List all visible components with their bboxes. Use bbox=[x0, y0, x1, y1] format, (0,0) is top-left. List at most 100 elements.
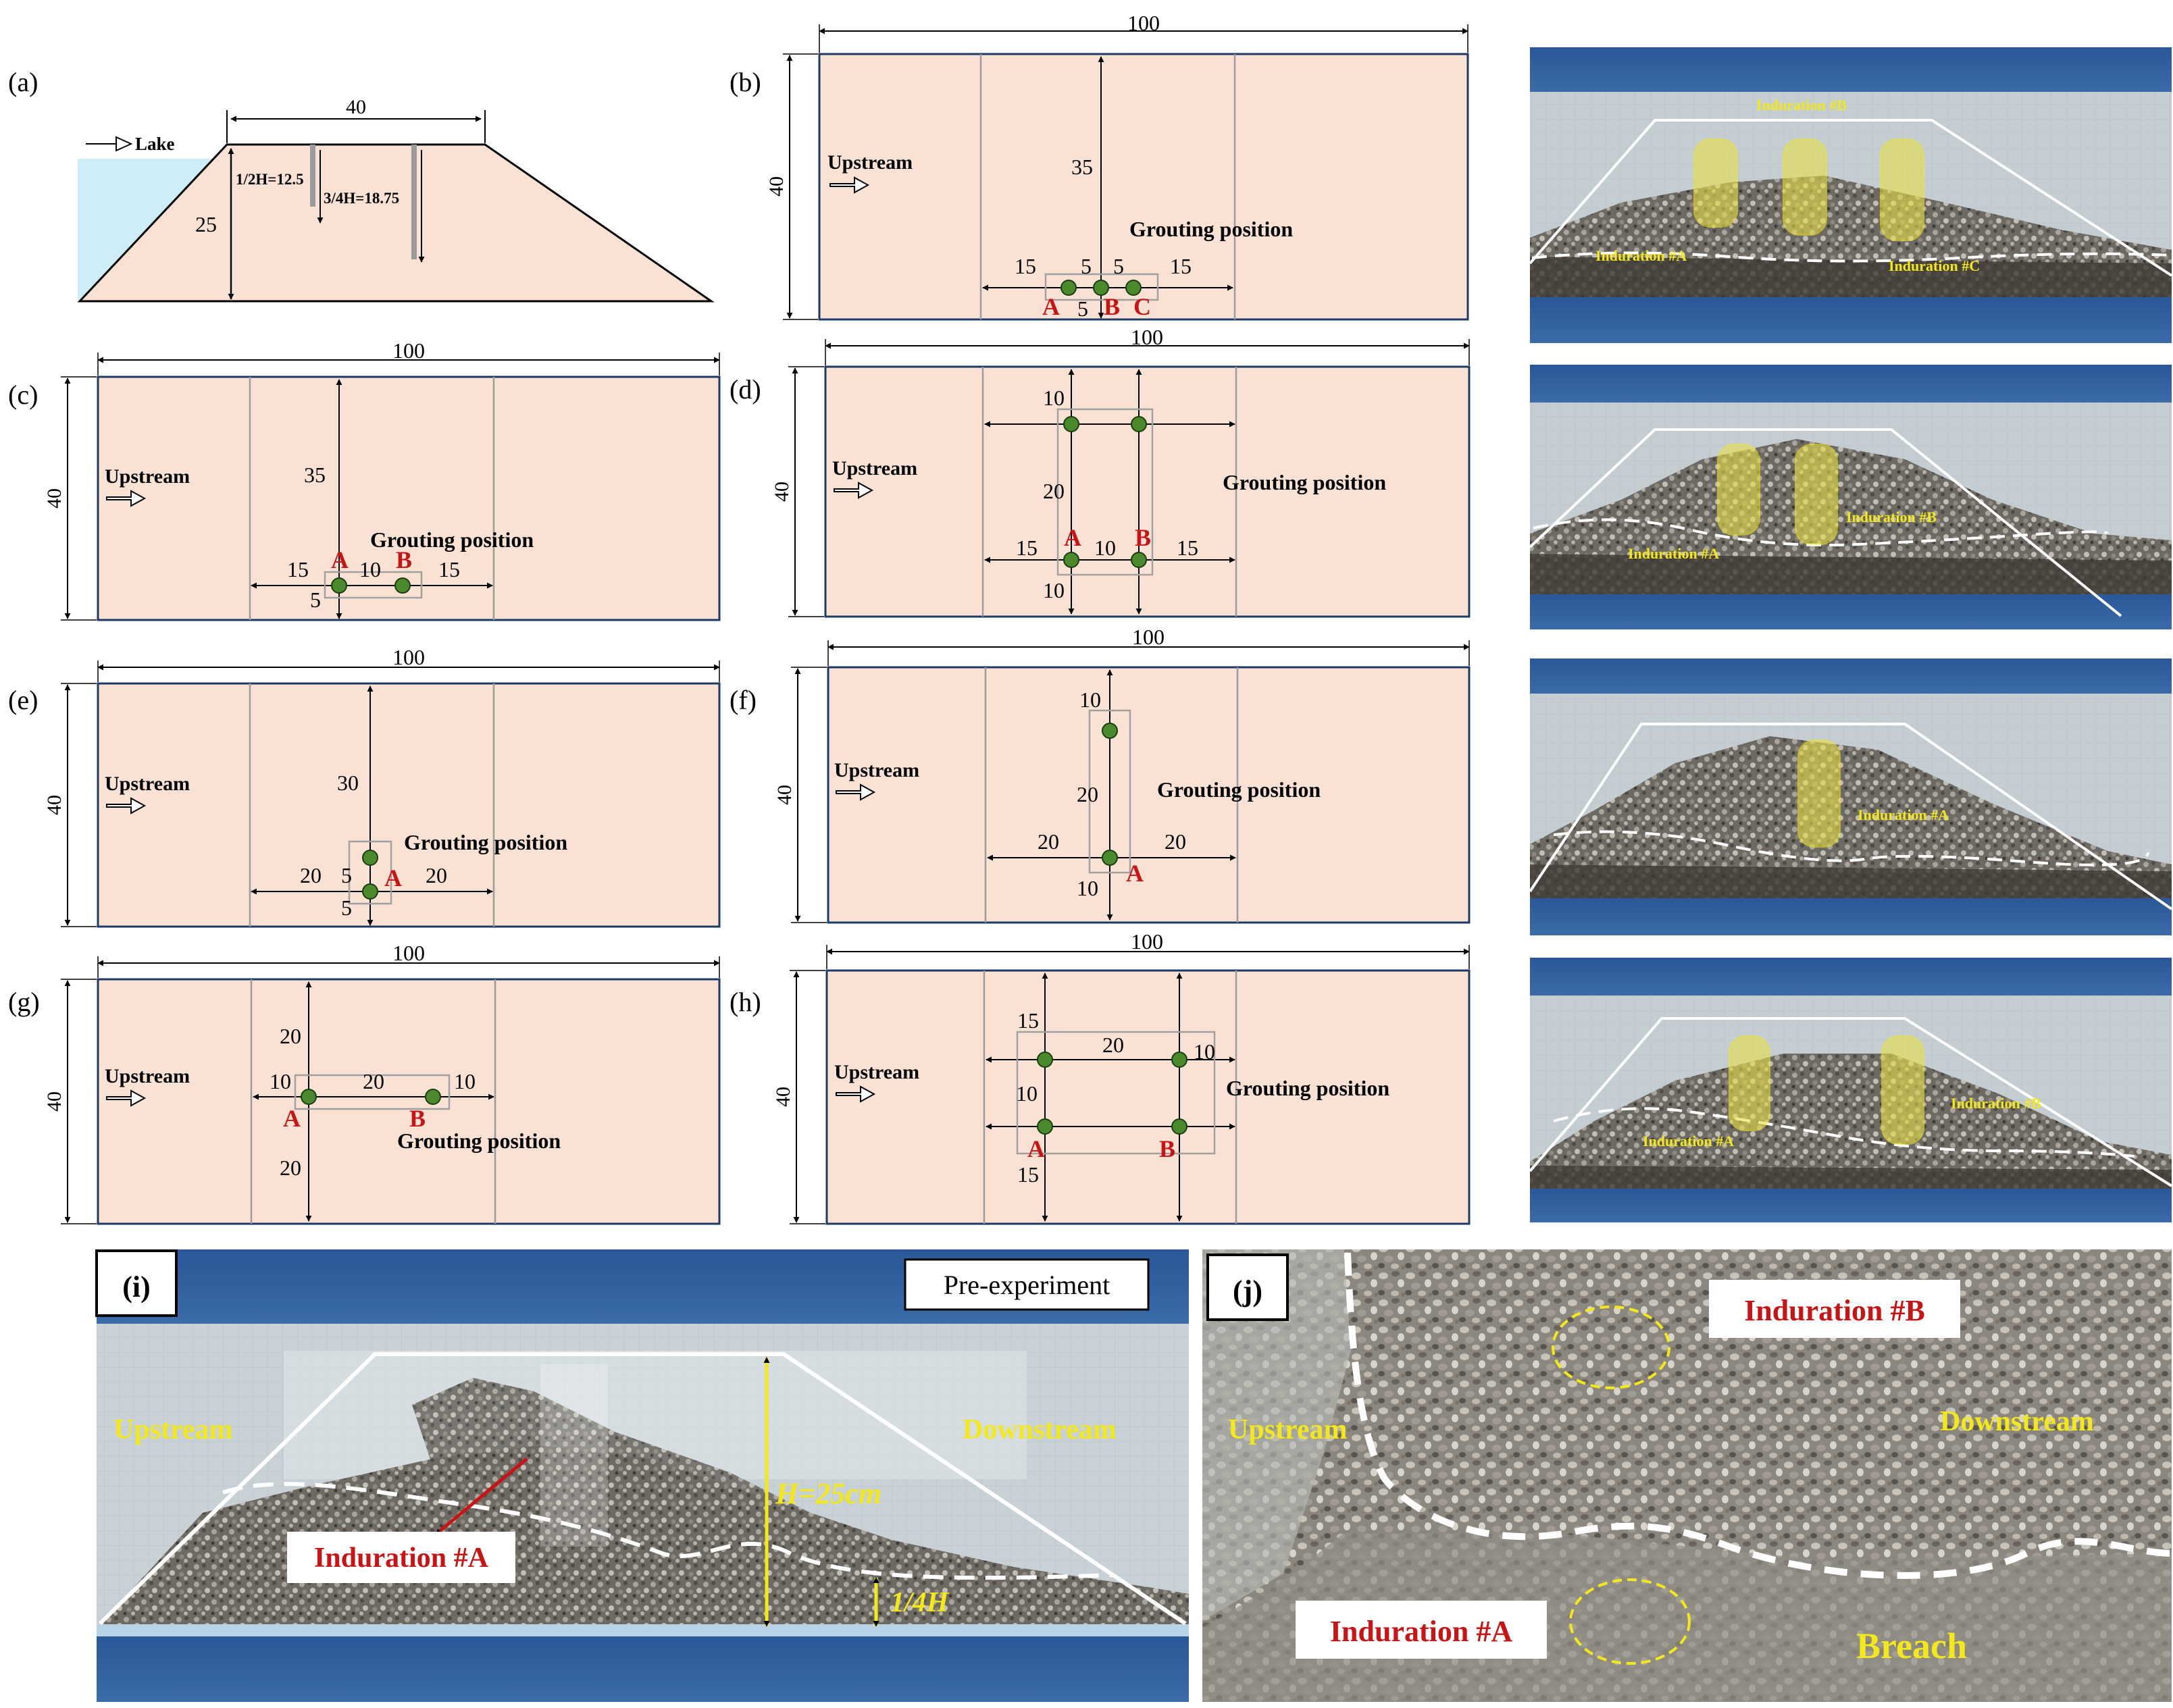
panel-h-point-b: B bbox=[1159, 1135, 1175, 1162]
panel-b-label: (b) bbox=[730, 67, 761, 97]
panel-g-height-value: 40 bbox=[43, 1091, 66, 1112]
panel-g-grout-hole-a bbox=[301, 1089, 317, 1105]
photo-i-height-label: H=25cm bbox=[775, 1477, 881, 1510]
panel-h-width-value: 100 bbox=[1131, 929, 1163, 954]
photo-d-induration-a: Induration #A bbox=[1628, 545, 1719, 562]
panel-h-point-a: A bbox=[1027, 1135, 1045, 1162]
panel-c-grout-zone bbox=[324, 571, 423, 599]
panel-c-dim-ab: 10 bbox=[359, 557, 381, 581]
photo-i-induration-pointer bbox=[434, 1457, 528, 1536]
panel-d-width-value: 100 bbox=[1131, 325, 1163, 349]
panel-f-width-value: 100 bbox=[1132, 625, 1165, 649]
panel-d-height-value: 40 bbox=[771, 482, 793, 502]
photo-j-induration-b-ring bbox=[1552, 1305, 1670, 1389]
photo-j-label: (j) bbox=[1233, 1274, 1262, 1308]
panel-c-dim-left: 15 bbox=[287, 557, 309, 581]
panel-b-grout-hole-a bbox=[1060, 280, 1077, 296]
panel-d-dim-ab: 10 bbox=[1094, 536, 1116, 560]
panel-g-grout-hole-b bbox=[425, 1089, 441, 1105]
panel-h-grout-hole-a bbox=[1037, 1118, 1053, 1135]
panel-g-grout-zone bbox=[294, 1074, 451, 1110]
panel-g-dim-left: 10 bbox=[270, 1069, 291, 1093]
panel-a-label: (a) bbox=[8, 67, 38, 97]
panel-d-grout-hole-1 bbox=[1063, 416, 1079, 432]
panel-b-model bbox=[818, 53, 1469, 321]
panel-f-height-value: 40 bbox=[773, 785, 796, 805]
panel-e-dim-mid: 5 bbox=[341, 863, 352, 887]
panel-c-width-value: 100 bbox=[392, 338, 425, 363]
panel-d-grout-hole-a bbox=[1063, 552, 1079, 568]
panel-c-plan: (c) 100 40 Upstream Grouting position 35… bbox=[8, 338, 721, 621]
panel-e-upstream-label: Upstream bbox=[105, 773, 190, 795]
panel-c-dim-bottom: 5 bbox=[310, 588, 321, 612]
panel-c-point-b: B bbox=[396, 546, 412, 573]
photo-h-induration-b: Induration #B bbox=[1951, 1095, 2041, 1112]
panel-h-height-value: 40 bbox=[772, 1087, 794, 1107]
panel-d-point-a: A bbox=[1064, 524, 1081, 551]
panel-g-upstream-arrow-icon bbox=[106, 1089, 147, 1107]
panel-f-upstream-arrow-icon bbox=[836, 783, 876, 801]
panel-e-label: (e) bbox=[8, 685, 38, 715]
panel-g-label: (g) bbox=[8, 987, 40, 1017]
panel-f-model bbox=[827, 666, 1471, 924]
photo-d-induration-b: Induration #B bbox=[1846, 509, 1937, 525]
lake-arrow-icon bbox=[86, 136, 133, 152]
panel-d-upstream-label: Upstream bbox=[832, 457, 917, 480]
photo-panel-i: (i) Pre-experiment Upstream Downstream I… bbox=[95, 1249, 1189, 1702]
panel-e-dim-right: 20 bbox=[426, 863, 447, 887]
panel-b-point-b: B bbox=[1104, 293, 1120, 320]
panel-h-grout-zone bbox=[1016, 1031, 1216, 1155]
photo-b-induration-c: Induration #C bbox=[1889, 257, 1980, 274]
panel-d-grout-zone bbox=[1056, 408, 1154, 576]
panel-e-dim-top: 30 bbox=[337, 771, 359, 795]
panel-c-grout-hole-b bbox=[394, 577, 411, 594]
photo-i-induration-boundary bbox=[222, 1482, 1115, 1580]
photo-b-induration-b: Induration #B bbox=[1756, 97, 1847, 113]
panel-g-dim-bottom: 20 bbox=[280, 1156, 301, 1180]
panel-f-dim-mid: 20 bbox=[1077, 782, 1098, 806]
photo-i-induration-label: Induration #A bbox=[314, 1543, 489, 1574]
panel-d-dim-bottom: 10 bbox=[1043, 578, 1065, 602]
panel-g-plan: (g) 100 40 Upstream Grouting position 20… bbox=[8, 941, 721, 1225]
panel-e-plan: (e) 100 40 Upstream Grouting position 30… bbox=[8, 645, 721, 928]
panel-b-grouting-label: Grouting position bbox=[1129, 217, 1293, 241]
photo-case-b: Induration #B Induration #A Induration #… bbox=[1529, 47, 2173, 343]
photo-panel-j: (j) Induration #B Induration #A Upstream… bbox=[1202, 1249, 2172, 1702]
panel-h-grouting-label: Grouting position bbox=[1226, 1076, 1389, 1100]
panel-c-upstream-label: Upstream bbox=[105, 465, 190, 488]
panel-h-dim-top: 15 bbox=[1017, 1008, 1039, 1033]
panel-f-dim-top: 10 bbox=[1079, 688, 1101, 712]
panel-b-grout-hole-c bbox=[1125, 280, 1142, 296]
panel-e-upstream-arrow-icon bbox=[106, 797, 147, 814]
panel-c-upstream-arrow-icon bbox=[106, 490, 147, 507]
panel-d-grouting-label: Grouting position bbox=[1223, 470, 1386, 494]
photo-i-quarter-label: 1/4H bbox=[890, 1587, 950, 1618]
panel-b-point-a: A bbox=[1042, 293, 1060, 320]
panel-f-plan: (f) 100 40 Upstream Grouting position 10… bbox=[730, 625, 1471, 924]
photo-case-h: Induration #B Induration #A bbox=[1529, 958, 2173, 1222]
lake-label: Lake bbox=[135, 134, 175, 154]
panel-e-grout-zone bbox=[348, 840, 392, 905]
photo-i-badge: Pre-experiment bbox=[944, 1270, 1110, 1300]
photo-case-f: Induration #A bbox=[1529, 658, 2173, 935]
grout-pipe-half bbox=[310, 145, 315, 207]
panel-e-grout-hole-a bbox=[362, 883, 378, 900]
panel-g-grouting-label: Grouting position bbox=[397, 1129, 561, 1153]
panel-e-model bbox=[97, 682, 721, 928]
panel-b-upstream-label: Upstream bbox=[827, 151, 913, 174]
panel-b-dim-bottom: 5 bbox=[1077, 296, 1088, 321]
three-quarter-depth-label: 3/4H=18.75 bbox=[324, 190, 399, 207]
dam-body bbox=[77, 143, 715, 303]
panel-b-dim-bc: 5 bbox=[1113, 254, 1124, 278]
panel-f-dim-bottom: 10 bbox=[1077, 876, 1098, 900]
panel-h-label: (h) bbox=[730, 987, 761, 1017]
panel-d-label: (d) bbox=[730, 374, 761, 405]
panel-d-grout-hole-2 bbox=[1131, 416, 1147, 432]
panel-c-height-value: 40 bbox=[43, 488, 66, 509]
panel-e-dim-bottom: 5 bbox=[341, 896, 352, 920]
panel-c-point-a: A bbox=[331, 546, 349, 573]
photo-case-d: Induration #A Induration #B bbox=[1529, 365, 2172, 629]
half-depth-label: 1/2H=12.5 bbox=[236, 171, 304, 188]
panel-e-point-a: A bbox=[384, 864, 402, 891]
